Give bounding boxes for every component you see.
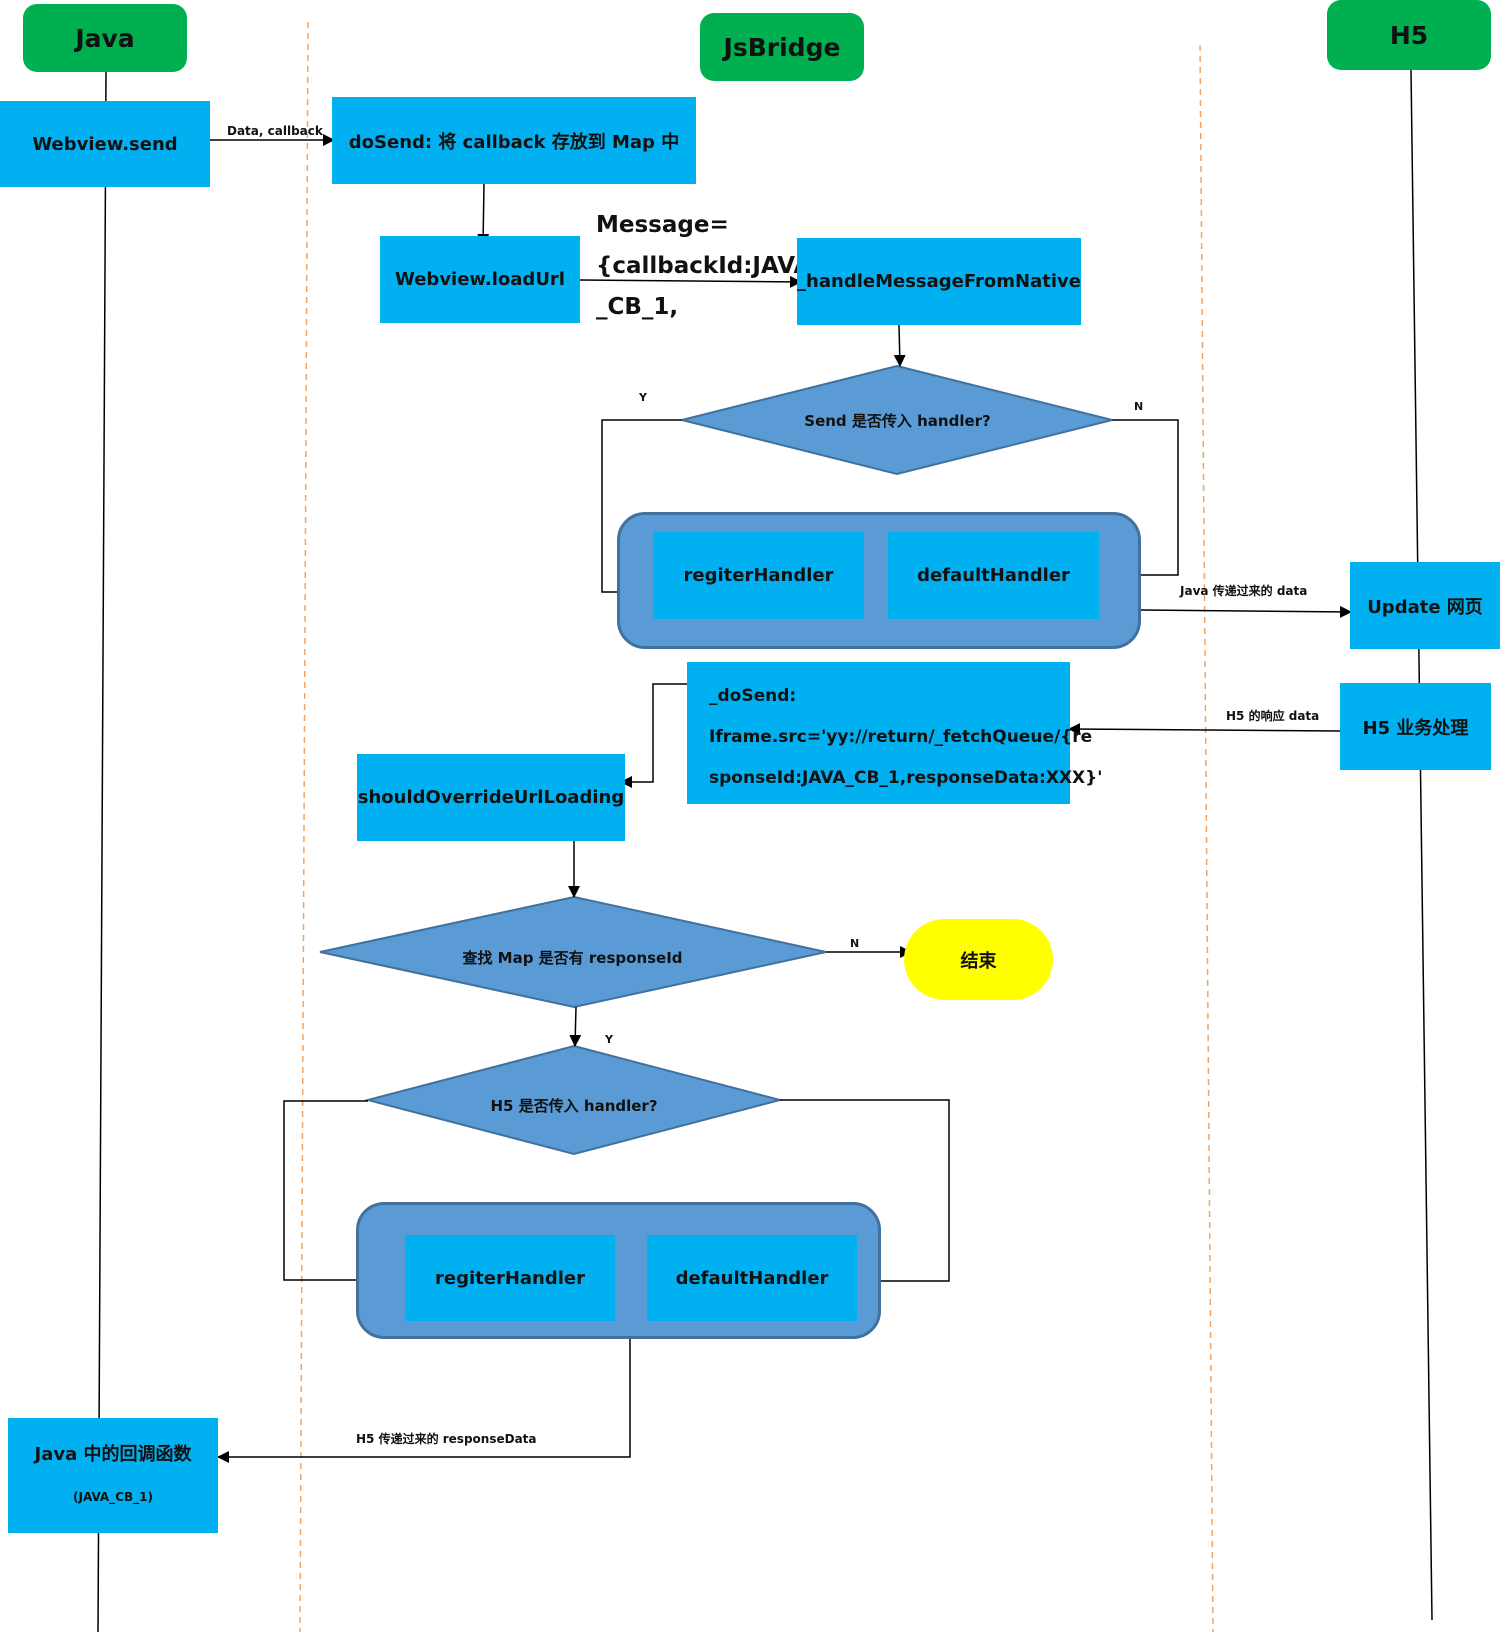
- should-override-node: shouldOverrideUrlLoading: [357, 754, 625, 841]
- edge-h5-yes: [283, 1100, 404, 1286]
- lane-divider-left: [299, 21, 309, 1632]
- edge-handle-to-decision: [893, 324, 906, 367]
- message-line-1: Message=: [596, 212, 729, 238]
- edge-label-java-data: Java 传递过来的 data: [1180, 584, 1308, 598]
- edge-label-map-yes: Y: [605, 1033, 613, 1046]
- edge-label-h5-response-data: H5 传递过来的 responseData: [356, 1432, 537, 1446]
- java-callback-node: Java 中的回调函数 (JAVA_CB_1): [8, 1418, 218, 1533]
- send-decision-label: Send 是否传入 handler?: [804, 411, 991, 430]
- h5-decision-diamond: [364, 1044, 784, 1156]
- default-handler-1: defaultHandler: [888, 532, 1099, 619]
- webview-loadurl-node: Webview.loadUrl: [380, 236, 580, 323]
- h5-decision-label: H5 是否传入 handler?: [490, 1096, 658, 1115]
- java-callback-line-2: (JAVA_CB_1): [73, 1489, 153, 1504]
- message-label: Message= {callbackId:JAVA _CB_1,: [596, 205, 811, 328]
- java-callback-line-1: Java 中的回调函数: [34, 1443, 192, 1465]
- edge-label-send-yes: Y: [639, 391, 647, 404]
- edge-loadurl-to-handle: [579, 275, 802, 288]
- edge-label-h5-response: H5 的响应 data: [1226, 709, 1320, 723]
- dosend-store-node: doSend: 将 callback 存放到 Map 中: [332, 97, 696, 184]
- edge-h5-no: [780, 1099, 950, 1287]
- map-decision-label: 查找 Map 是否有 responseId: [462, 948, 683, 967]
- message-line-3: _CB_1,: [596, 294, 679, 320]
- default-handler-2: defaultHandler: [647, 1235, 857, 1321]
- regiter-handler-1: regiterHandler: [653, 532, 864, 619]
- edge-container-to-callback: [217, 1338, 631, 1463]
- java-lifeline: [97, 71, 107, 1632]
- edge-label-send-no: N: [1134, 400, 1144, 413]
- lane-header-jsbridge: JsBridge: [700, 13, 864, 81]
- message-line-2: {callbackId:JAVA: [596, 253, 812, 279]
- edge-h5-to-dosend: [1068, 723, 1341, 736]
- lane-divider-right: [1199, 44, 1214, 1632]
- edge-dosend-to-override: [620, 683, 688, 788]
- handle-message-node: _handleMessageFromNative: [797, 238, 1081, 325]
- dosend-line-1: _doSend:: [709, 686, 797, 706]
- send-decision-diamond: [681, 364, 1113, 476]
- edge-map-yes: [569, 1006, 582, 1047]
- edge-label-map-no: N: [850, 937, 860, 950]
- end-node: 结束: [904, 919, 1053, 1000]
- dosend-iframe-node: _doSend: Iframe.src='yy://return/_fetchQ…: [687, 662, 1103, 804]
- h5-lifeline: [1410, 69, 1433, 1621]
- dosend-line-2: Iframe.src='yy://return/_fetchQueue/{re: [709, 727, 1093, 747]
- edge-label-data-callback: Data, callback: [227, 124, 323, 138]
- edge-dosend-to-loadurl: [477, 183, 490, 246]
- lane-header-h5: H5: [1327, 0, 1491, 70]
- dosend-line-3: sponseId:JAVA_CB_1,responseData:XXX}': [709, 768, 1103, 788]
- h5-business-node: H5 业务处理: [1340, 683, 1491, 770]
- regiter-handler-2: regiterHandler: [405, 1235, 615, 1321]
- edge-container-to-update: [1140, 605, 1352, 618]
- update-page-node: Update 网页: [1350, 562, 1500, 649]
- map-decision-diamond: [319, 895, 827, 1009]
- webview-send-node: Webview.send: [0, 101, 210, 187]
- lane-header-java: Java: [23, 4, 187, 72]
